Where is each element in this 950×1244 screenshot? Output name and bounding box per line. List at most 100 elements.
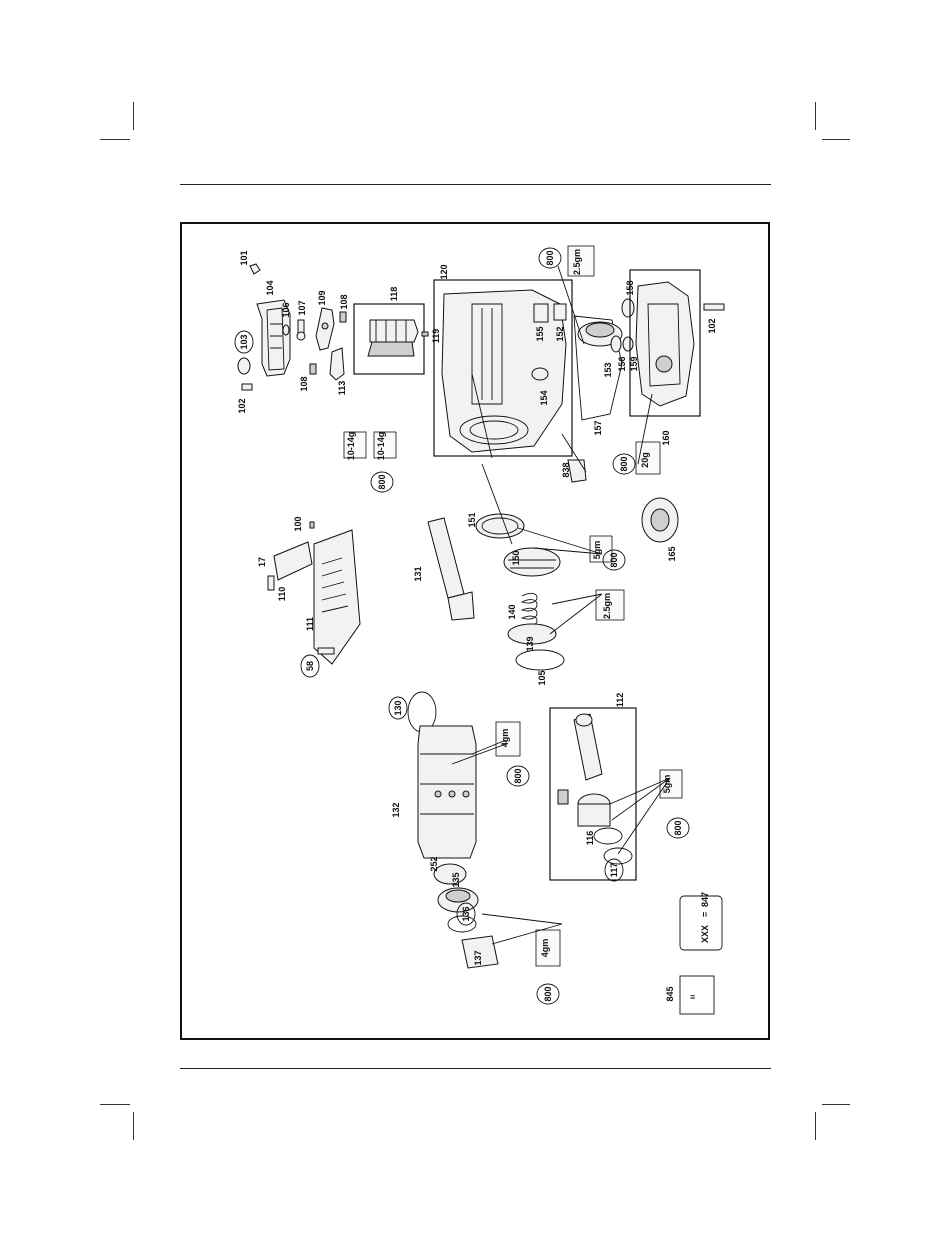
callout-17: 17: [257, 557, 267, 567]
lube-amount: 2.5gm: [572, 249, 582, 275]
crop-mark-bottom-left-h: [100, 1104, 130, 1105]
callout-label: 104: [265, 280, 275, 295]
lube-code-l3: 800: [619, 456, 629, 471]
lube-amount-l4: 5gm: [592, 541, 602, 560]
part-160-gear-cover: [636, 282, 694, 406]
callout-108a: 108: [339, 294, 349, 309]
callout-label: 135: [451, 872, 461, 887]
lube-code: 800: [545, 250, 555, 265]
legend-equals: =: [700, 912, 710, 917]
crop-mark-top-right-v: [815, 102, 816, 130]
part-58-screw: [318, 648, 334, 654]
callout-label: 108: [299, 376, 309, 391]
lube-code-l4: 800: [609, 552, 619, 567]
callout-label: 102: [237, 398, 247, 413]
callout-label: 102: [707, 318, 717, 333]
callout-104: 104: [265, 280, 275, 295]
part-111-handle-cover: [314, 530, 360, 664]
part-108-spring-a: [340, 312, 346, 322]
lube-amount-l8: 4gm: [540, 939, 550, 958]
lube-amount: 4gm: [500, 729, 510, 748]
legend-symbol: XXX: [700, 925, 710, 943]
callout-label: 107: [297, 300, 307, 315]
part-151-ring: [476, 514, 524, 538]
callout-132: 132: [391, 802, 401, 817]
lube-amount: 5gm: [662, 775, 672, 794]
lube-amount-l6: 4gm: [500, 729, 510, 748]
callout-119: 119: [431, 329, 441, 344]
callout-label: 137: [473, 950, 483, 965]
callout-label: 130: [393, 700, 403, 715]
part-152-bearing: [554, 304, 566, 320]
callout-label: 113: [337, 381, 347, 396]
callout-151: 151: [467, 512, 477, 527]
callout-107: 107: [297, 300, 307, 315]
lube-amount: 4gm: [540, 939, 550, 958]
callout-label: 108: [339, 294, 349, 309]
lube-code: 800: [619, 456, 629, 471]
callout-130: 130: [389, 697, 407, 719]
part-154-seal: [532, 368, 548, 380]
callout-157: 157: [593, 420, 603, 435]
callout-label: 160: [661, 430, 671, 445]
callout-106: 106: [281, 302, 291, 317]
part-132-cylinder: [418, 726, 476, 858]
callout-105: 105: [537, 670, 547, 685]
callout-label: 838: [561, 462, 571, 477]
callout-150: 150: [511, 550, 521, 565]
callout-845: 845: [665, 986, 675, 1001]
callout-58: 58: [301, 655, 319, 677]
crop-mark-top-right-h: [822, 139, 850, 140]
lube-code-l8: 800: [543, 986, 553, 1001]
header-rule: [180, 184, 771, 185]
lube-code-l6: 800: [513, 768, 523, 783]
callout-137: 137: [473, 950, 483, 965]
part-845-glyph: ≡: [690, 992, 695, 1002]
callout-label: 150: [511, 550, 521, 565]
callout-139: 139: [525, 636, 535, 651]
callout-131: 131: [413, 566, 423, 581]
part-102-screw-b: [704, 304, 724, 310]
lube-code: 800: [673, 820, 683, 835]
legend-text: XXX = 847: [700, 892, 710, 943]
part-17-screw: [268, 576, 274, 590]
lube-amount-l3: 20g: [640, 452, 650, 468]
callout-100: 100: [293, 516, 303, 531]
part-131-fork: [428, 518, 474, 620]
lube-amount: 5gm: [592, 541, 602, 560]
callout-label: 156: [617, 356, 627, 371]
callout-252: 252: [429, 856, 439, 871]
callout-label: 132: [391, 802, 401, 817]
lube-amount-l5: 2.5gm: [602, 593, 612, 619]
callout-110: 110: [277, 587, 287, 602]
callout-label: 17: [257, 557, 267, 567]
callout-109: 109: [317, 290, 327, 305]
part-105-oring: [516, 650, 564, 670]
callout-label: 158: [625, 280, 635, 295]
callout-label: 109: [317, 290, 327, 305]
callout-label: 139: [525, 636, 535, 651]
callout-111: 111: [305, 617, 315, 631]
callout-117: 117: [605, 859, 623, 881]
lube-code-l1: 800: [377, 474, 387, 489]
callout-159: 159: [629, 356, 639, 371]
callout-153: 153: [603, 362, 613, 377]
part-165-gear: [642, 498, 678, 542]
callout-165: 165: [667, 546, 677, 561]
callout-label: 165: [667, 546, 677, 561]
callout-label: 131: [413, 566, 423, 581]
part-112-pin: [558, 790, 568, 804]
part-100-pin: [310, 522, 314, 528]
part-103-plug: [238, 358, 250, 374]
callout-label: 112: [615, 693, 625, 708]
callout-112: 112: [615, 693, 625, 708]
callout-label: 119: [431, 329, 441, 344]
lube-amount: 20g: [640, 452, 650, 468]
callout-135: 135: [451, 872, 461, 887]
footer-rule: [180, 1068, 771, 1069]
part-110-cap: [274, 542, 312, 580]
callout-label: 120: [439, 264, 449, 279]
part-156-ring: [611, 336, 621, 352]
callout-label: 105: [537, 670, 547, 685]
callout-108b: 108: [299, 376, 309, 391]
